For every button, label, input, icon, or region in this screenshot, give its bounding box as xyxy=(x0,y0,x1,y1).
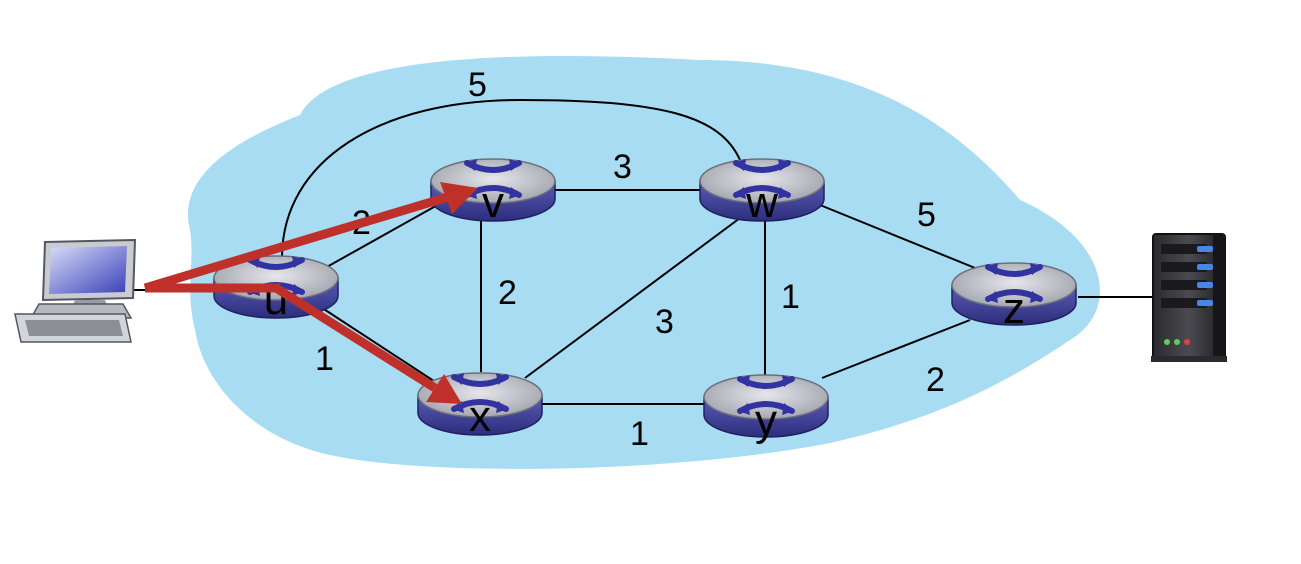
server-icon xyxy=(1151,233,1227,362)
router-w: w xyxy=(699,159,825,227)
highlighted-paths xyxy=(143,182,478,404)
node-label-v: v xyxy=(482,178,504,227)
router-z: z xyxy=(951,263,1077,333)
router-y: y xyxy=(703,375,829,445)
node-label-z: z xyxy=(1003,284,1025,333)
cost-y-z: 2 xyxy=(926,361,945,399)
router-x: x xyxy=(417,373,543,441)
arrow-u-to-v xyxy=(143,192,450,293)
cost-w-y: 1 xyxy=(781,278,800,316)
arrow-head-v xyxy=(440,182,478,214)
edge-costs: 5 2 1 3 2 3 1 1 5 2 xyxy=(315,66,945,453)
node-label-x: x xyxy=(469,392,491,441)
cost-u-w: 5 xyxy=(468,66,487,104)
link-y-z xyxy=(821,319,971,379)
desktop-computer-icon xyxy=(14,238,137,343)
link-w-z xyxy=(819,204,981,271)
router-v: v xyxy=(430,159,556,227)
cost-u-x: 1 xyxy=(315,340,334,378)
cost-x-y: 1 xyxy=(630,415,649,453)
router-u: u xyxy=(213,256,339,324)
node-label-u: u xyxy=(264,275,288,324)
cost-w-z: 5 xyxy=(917,196,936,234)
node-label-y: y xyxy=(755,396,777,445)
cost-v-x: 2 xyxy=(498,274,517,312)
link-u-x xyxy=(309,299,441,386)
cost-v-w: 3 xyxy=(613,148,632,186)
link-x-w xyxy=(524,217,741,379)
link-u-w xyxy=(281,98,741,259)
node-label-w: w xyxy=(745,178,778,227)
arrow-head-x xyxy=(426,374,462,404)
cost-x-w: 3 xyxy=(655,303,674,341)
network-cloud xyxy=(188,55,1100,469)
arrow-u-to-x-diag xyxy=(273,284,438,392)
